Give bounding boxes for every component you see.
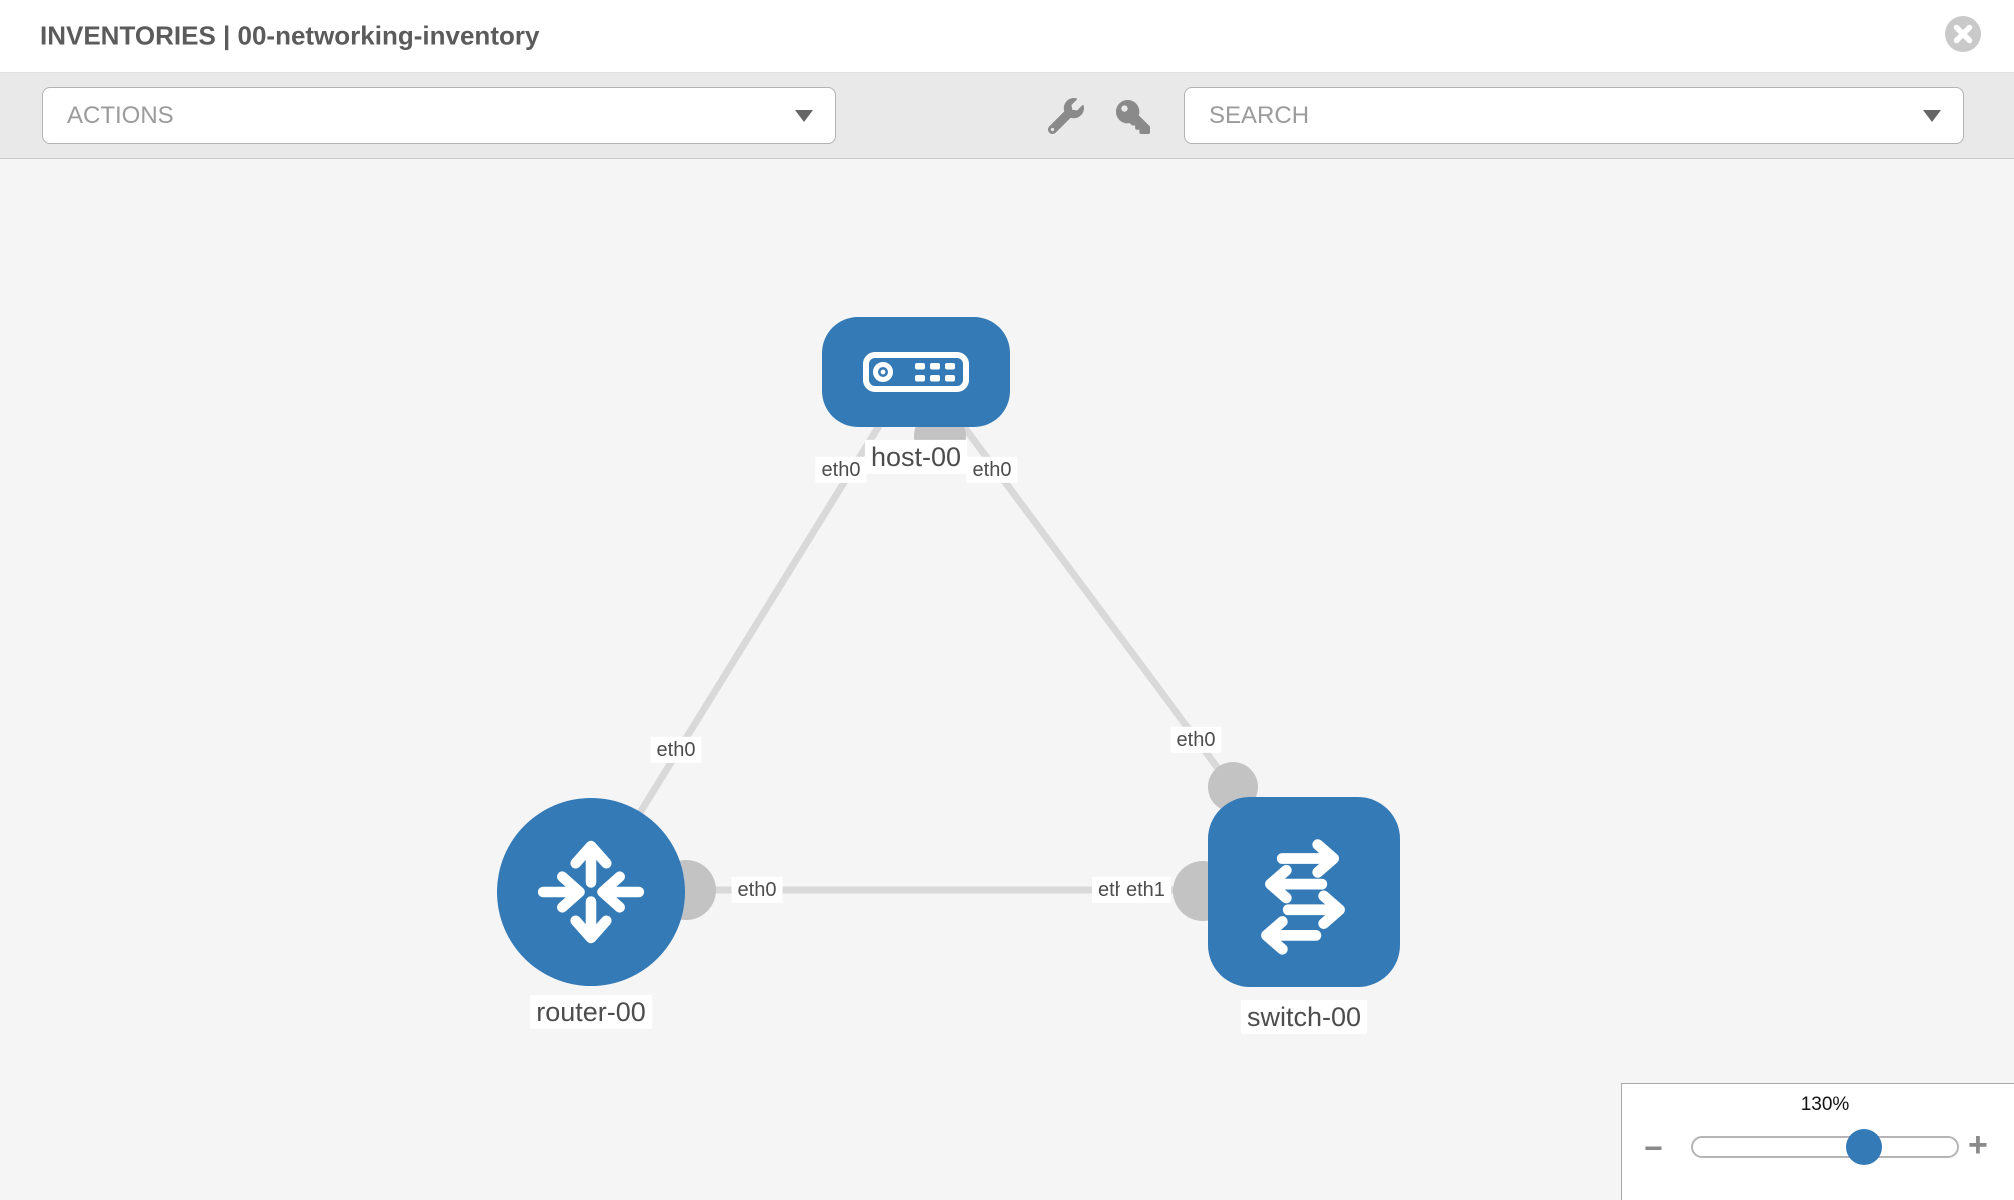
- zoom-out-button[interactable]: −: [1644, 1130, 1663, 1166]
- node-label-router-00: router-00: [530, 994, 652, 1030]
- zoom-control-panel: 130% − +: [1621, 1083, 2014, 1200]
- actions-dropdown-label: ACTIONS: [67, 101, 174, 129]
- node-host-00[interactable]: [822, 317, 1010, 427]
- server-icon: [863, 352, 969, 392]
- topology-canvas[interactable]: eth0 host-00 eth0 eth0 eth0 eth0 eth0 et…: [0, 158, 2014, 1200]
- node-router-00[interactable]: [497, 798, 685, 986]
- iface-label-host-eth0-right: eth0: [966, 456, 1018, 484]
- iface-label-host-eth0-left: eth0: [815, 456, 867, 484]
- toolbar: ACTIONS SEARCH: [0, 73, 2014, 159]
- close-icon: [1945, 16, 1981, 52]
- search-dropdown[interactable]: SEARCH: [1184, 87, 1964, 144]
- links-layer: [588, 405, 1300, 921]
- chevron-down-icon: [795, 109, 813, 122]
- zoom-slider-thumb[interactable]: [1846, 1129, 1882, 1165]
- page-title: INVENTORIES | 00-networking-inventory: [40, 20, 540, 51]
- iface-label-switch-eth0-uplink: eth0: [1170, 726, 1222, 754]
- iface-label-router-eth0-uplink: eth0: [650, 736, 702, 764]
- chevron-down-icon: [1923, 109, 1941, 122]
- wrench-icon: [1047, 98, 1084, 135]
- search-dropdown-label: SEARCH: [1209, 101, 1310, 129]
- iface-label-router-eth0: eth0: [731, 876, 783, 904]
- header: INVENTORIES | 00-networking-inventory: [0, 0, 2014, 73]
- zoom-slider-track[interactable]: [1691, 1136, 1959, 1158]
- node-label-host-00: host-00: [864, 439, 968, 475]
- credentials-button[interactable]: [1116, 100, 1152, 136]
- manage-groups-button[interactable]: [1047, 98, 1084, 135]
- node-label-switch-00: switch-00: [1240, 999, 1368, 1035]
- zoom-value: 130%: [1800, 1094, 1850, 1115]
- router-arrows-icon: [537, 840, 645, 944]
- node-switch-00[interactable]: [1208, 797, 1400, 987]
- actions-dropdown[interactable]: ACTIONS: [42, 87, 836, 144]
- switch-arrows-icon: [1261, 839, 1345, 955]
- iface-label-switch-eth1: eth1: [1120, 876, 1171, 904]
- zoom-in-button[interactable]: +: [1968, 1126, 1988, 1164]
- close-button[interactable]: [1944, 15, 1982, 53]
- key-icon: [1116, 100, 1150, 134]
